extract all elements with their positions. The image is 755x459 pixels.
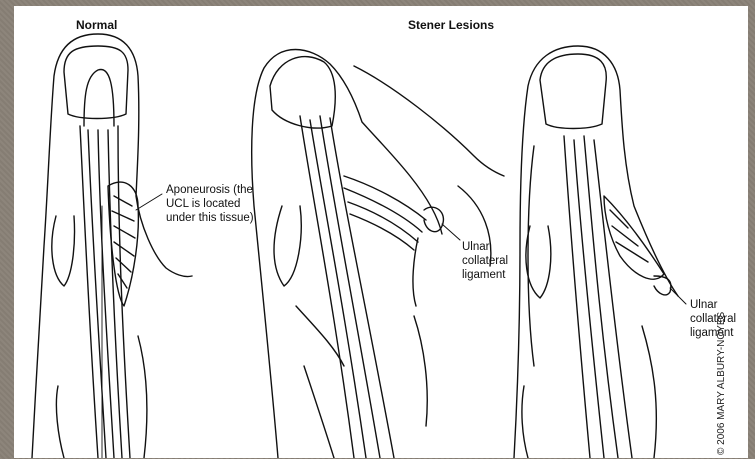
ucl-label-right: Ulnar collateral ligament xyxy=(690,298,736,340)
ucl-label-middle: Ulnar collateral ligament xyxy=(462,240,508,282)
anatomy-illustration xyxy=(14,6,748,458)
stener-lesions-title: Stener Lesions xyxy=(408,18,494,32)
copyright-credit: © 2006 MARY ALBURY-NOYES xyxy=(716,312,727,455)
aponeurosis-label: Aponeurosis (the UCL is located under th… xyxy=(166,183,254,225)
normal-title: Normal xyxy=(76,18,117,32)
illustration-panel: Normal Stener Lesions Aponeurosis (the U… xyxy=(14,6,748,458)
stener-thumb-right-drawing xyxy=(514,46,686,458)
normal-thumb-drawing xyxy=(32,34,192,458)
